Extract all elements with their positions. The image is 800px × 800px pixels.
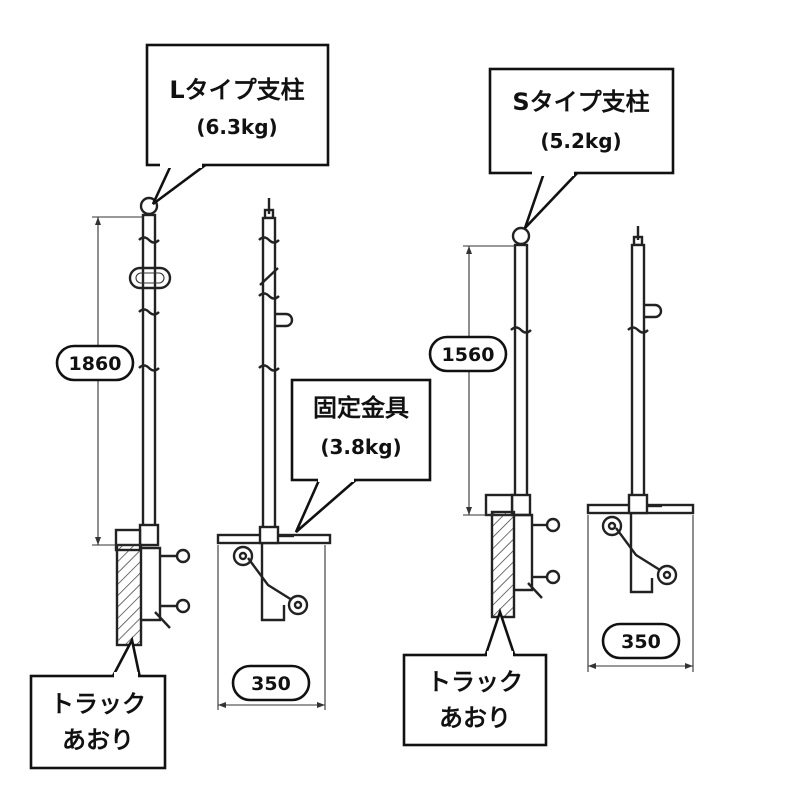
clamp-bracket <box>141 546 162 622</box>
clamp-arm <box>615 527 661 572</box>
wheel <box>232 545 254 567</box>
wheel-hub <box>662 570 672 580</box>
clamp-lever <box>154 611 171 629</box>
eye-bolt-ring <box>511 226 531 246</box>
arrow-head <box>466 507 472 515</box>
l-width-dimension: 350 <box>217 545 326 710</box>
side-hook <box>259 267 279 286</box>
s-type-callout: Sタイプ支柱 (5.2kg) <box>488 67 675 229</box>
base-collar <box>258 525 280 545</box>
pole-shaft <box>630 243 646 502</box>
callout-title: 固定金具 <box>313 394 409 422</box>
clamp-bracket <box>514 513 534 592</box>
handle-loop-inner <box>135 272 165 284</box>
wing-bolt <box>175 598 191 614</box>
callout-box <box>488 67 675 175</box>
arrow-head <box>588 663 596 669</box>
callout-title: Lタイプ支柱 <box>169 76 304 104</box>
l-type-pole-side <box>216 198 332 622</box>
dimension-label: 350 <box>251 673 291 695</box>
callout-box <box>145 43 330 167</box>
l-type-pole-front <box>114 196 191 647</box>
truck-side-panel <box>490 510 516 619</box>
pole-joint-mark <box>138 236 160 244</box>
callout-line: あおり <box>439 704 511 732</box>
arrow-head <box>466 246 472 254</box>
wheel-hub <box>607 521 617 531</box>
arrow-head <box>95 217 101 225</box>
pole-joint-mark <box>510 326 532 334</box>
clamp-arm <box>247 557 293 602</box>
arrow-head <box>317 702 325 708</box>
wheel <box>287 594 309 616</box>
pole-joint-mark <box>258 292 280 300</box>
truck-side-panel <box>115 543 143 647</box>
clamp-bracket <box>629 513 654 594</box>
clamp-lever <box>527 582 543 599</box>
arrow-head <box>218 702 226 708</box>
s-type-pole-front <box>484 226 561 619</box>
pole-shaft <box>261 216 277 530</box>
callout-pointer <box>151 161 212 206</box>
callout-line: あおり <box>62 726 134 754</box>
fixture-callout: 固定金具 (3.8kg) <box>290 378 432 533</box>
callout-title: Sタイプ支柱 <box>512 88 649 116</box>
callout-box <box>290 378 432 482</box>
pole-shaft <box>513 243 529 502</box>
base-collar <box>627 493 649 515</box>
s-width-dimension: 350 <box>587 515 694 672</box>
wing-bolt <box>545 569 561 585</box>
wheel <box>656 564 678 586</box>
wheel-hub <box>293 600 303 610</box>
callout-weight: (3.8kg) <box>320 435 401 459</box>
handle-loop-side <box>275 312 294 328</box>
wing-bolt <box>175 548 191 564</box>
l-height-dimension: 1860 <box>55 216 143 546</box>
dimension-label: 350 <box>621 631 661 653</box>
arrow-head <box>685 663 693 669</box>
dimension-label-box <box>231 664 311 702</box>
callout-pointer <box>483 607 517 659</box>
l-type-callout: Lタイプ支柱 (6.3kg) <box>145 43 330 206</box>
wheel <box>601 515 623 537</box>
pole-shaft <box>141 213 157 537</box>
dimension-label: 1860 <box>69 353 122 375</box>
s-height-dimension: 1560 <box>428 245 515 516</box>
callout-pointer <box>294 476 362 533</box>
s-type-pole-side <box>586 226 695 594</box>
truck-right-callout: トラック あおり <box>402 607 548 747</box>
callout-box <box>402 653 548 747</box>
pole-joint-mark <box>258 364 280 372</box>
pole-joint-mark <box>138 364 160 372</box>
pole-joint-mark <box>627 326 649 334</box>
handle-loop <box>128 266 172 290</box>
pole-joint-mark <box>138 308 160 316</box>
callout-weight: (6.3kg) <box>196 115 277 139</box>
callout-weight: (5.2kg) <box>540 129 621 153</box>
arrow-head <box>95 537 101 545</box>
pole-joint-mark <box>258 236 280 244</box>
wheel-hub <box>238 551 248 561</box>
dimension-label-box <box>428 335 508 373</box>
clamp-bracket <box>260 543 286 622</box>
callout-line: トラック <box>427 668 523 696</box>
base-collar <box>138 523 160 547</box>
dimension-label: 1560 <box>442 344 495 366</box>
dimension-label-box <box>55 344 135 382</box>
dimension-label-box <box>601 622 681 660</box>
handle-loop-side <box>644 303 663 319</box>
callout-pointer <box>523 168 584 229</box>
callout-box <box>29 674 167 770</box>
callout-line: トラック <box>50 690 146 718</box>
truck-left-callout: トラック あおり <box>29 636 167 770</box>
wing-bolt <box>545 517 561 533</box>
